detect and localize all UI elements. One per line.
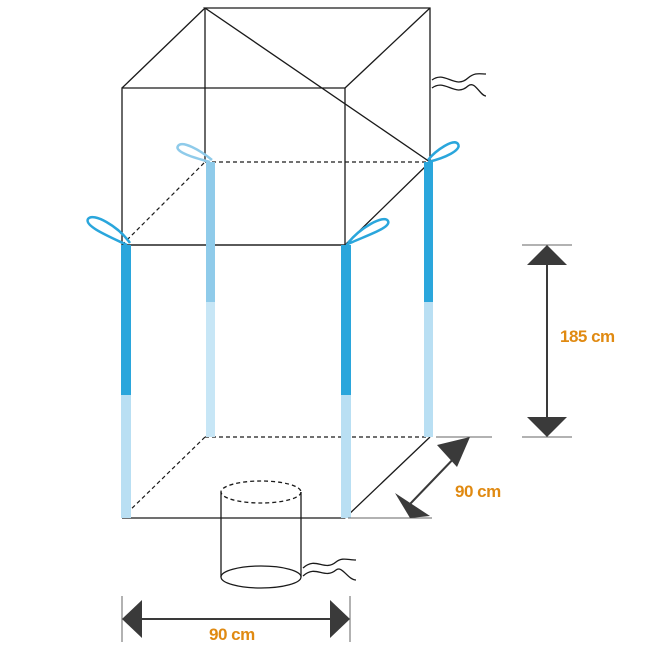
depth-dimension: 90 cm bbox=[348, 436, 502, 519]
mid-left-edge bbox=[121, 161, 206, 246]
width-arrow-head-right bbox=[330, 600, 350, 638]
spout-tie bbox=[302, 558, 357, 581]
height-arrow-head-top bbox=[527, 245, 567, 265]
top-spout-tie bbox=[431, 73, 487, 97]
bottom-right-edge bbox=[344, 436, 431, 519]
width-label: 90 cm bbox=[209, 625, 255, 644]
depth-arrow-head-top bbox=[437, 437, 470, 467]
width-dimension: 90 cm bbox=[121, 596, 351, 646]
discharge-spout bbox=[220, 480, 302, 589]
bag-bottom-outline bbox=[122, 244, 431, 519]
width-arrow-head-left bbox=[122, 600, 142, 638]
height-dimension: 185 cm bbox=[522, 244, 619, 438]
depth-label: 90 cm bbox=[455, 482, 501, 501]
lifting-loop-back-right bbox=[424, 141, 460, 437]
depth-arrow-head-bottom bbox=[395, 493, 430, 518]
bag-top-outline bbox=[121, 7, 431, 246]
bag-hidden-edges bbox=[121, 161, 430, 519]
height-label: 185 cm bbox=[560, 327, 615, 346]
lifting-loop-front-left bbox=[86, 216, 132, 518]
lifting-loop-back-left bbox=[176, 143, 215, 437]
top-left-edge bbox=[121, 7, 206, 89]
top-front-face bbox=[121, 87, 346, 246]
bottom-left-edge bbox=[121, 436, 206, 519]
lifting-loop-front-right bbox=[341, 218, 390, 518]
height-arrow-head-bottom bbox=[527, 417, 567, 437]
top-right-edge bbox=[344, 7, 431, 89]
top-back-edges bbox=[202, 7, 431, 164]
spout-top-ellipse bbox=[220, 480, 302, 504]
spout-bottom-ellipse bbox=[220, 565, 302, 589]
